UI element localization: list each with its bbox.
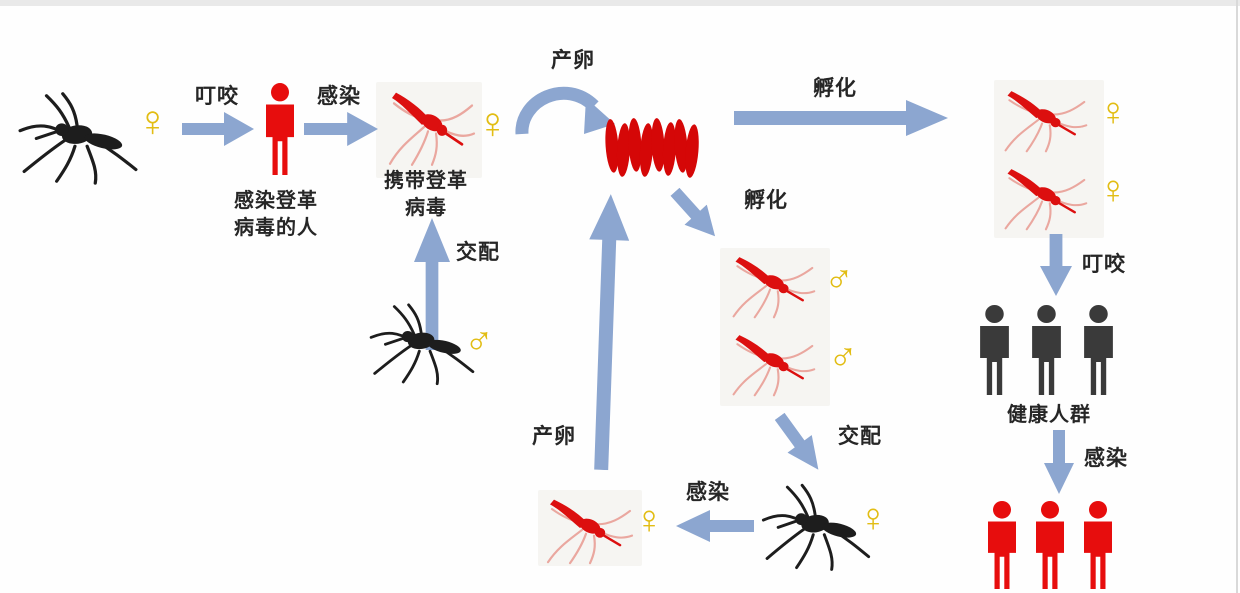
wild-female-mosquito-icon	[12, 86, 144, 188]
infected-people-icon	[1032, 500, 1068, 590]
infect-arrow-bottom	[676, 510, 754, 542]
bite-label-right: 叮咬	[1082, 253, 1126, 276]
bite-arrow-right	[1040, 234, 1072, 296]
mate-label-down: 交配	[838, 425, 882, 448]
infect-arrow-top	[304, 112, 378, 146]
carrier-mosquito-icon	[380, 84, 480, 168]
bite-label: 叮咬	[195, 85, 239, 108]
top-border-band	[0, 0, 1240, 6]
infected-person-caption: 感染登革 病毒的人	[234, 190, 318, 239]
hatch-label-down: 孵化	[744, 189, 788, 212]
offspring-male-mosquito-icon	[724, 250, 820, 320]
offspring-female-mosquito-icon	[996, 84, 1092, 154]
female-symbol: ♀	[858, 496, 888, 540]
lay-eggs-label-top: 产卵	[551, 49, 595, 72]
female-symbol: ♀	[634, 498, 664, 542]
eggs-icon	[604, 116, 700, 182]
infect-label-right: 感染	[1084, 447, 1128, 470]
healthy-person-icon	[1080, 304, 1117, 396]
infect-label-top: 感染	[317, 85, 361, 108]
wild-male-mosquito-icon	[364, 298, 480, 388]
male-symbol: ♂	[824, 256, 854, 300]
bite-arrow	[182, 112, 254, 146]
female-offspring-backdrop	[994, 80, 1104, 238]
hatch-label-right: 孵化	[813, 77, 857, 100]
male-symbol: ♂	[828, 334, 858, 378]
infect-arrow-right	[1044, 430, 1074, 494]
male-symbol: ♂	[464, 318, 494, 362]
infected-person-icon	[262, 82, 298, 176]
female-symbol: ♀	[1098, 90, 1128, 134]
right-border-line	[1236, 0, 1238, 593]
hatch-arrow-down	[664, 182, 726, 247]
lay-eggs-label-bottom: 产卵	[532, 425, 576, 448]
female-symbol: ♀	[476, 99, 509, 148]
lay-eggs-arrow-up	[581, 193, 631, 470]
offspring-male-mosquito-icon	[724, 328, 820, 398]
carrier-mosquito-caption: 携带登革 病毒	[384, 170, 468, 219]
male-offspring-backdrop	[720, 248, 830, 406]
female-symbol: ♀	[1098, 168, 1128, 212]
female-symbol: ♀	[136, 97, 169, 146]
mate-label-up: 交配	[456, 241, 500, 264]
healthy-person-icon	[1028, 304, 1065, 396]
healthy-person-icon	[976, 304, 1013, 396]
offspring-female-mosquito-icon	[996, 162, 1092, 232]
reinfected-female-mosquito-icon	[538, 492, 638, 566]
infected-people-icon	[984, 500, 1020, 590]
hatch-arrow-right	[734, 100, 948, 136]
mate-arrow-down	[767, 407, 830, 478]
infected-people-icon	[1080, 500, 1116, 590]
healthy-people-caption: 健康人群	[1007, 404, 1091, 426]
infect-label-bottom: 感染	[686, 481, 730, 504]
